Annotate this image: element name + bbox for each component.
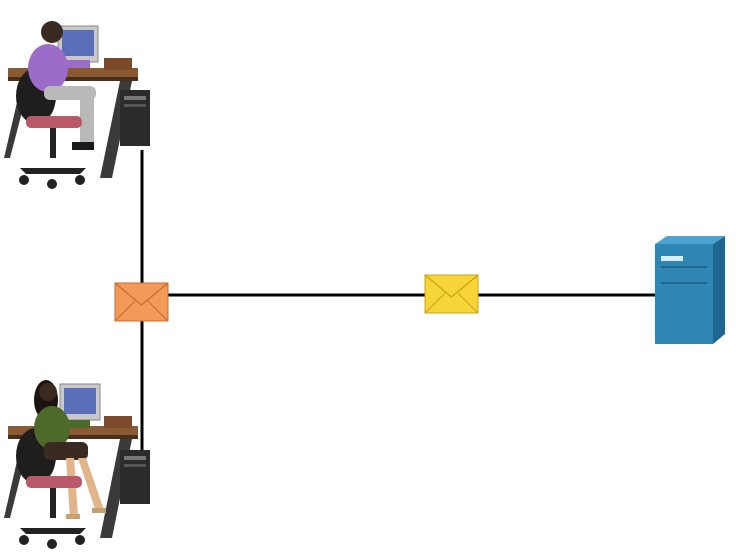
server [655, 236, 725, 344]
envelope-icon [114, 282, 169, 322]
server-tower-icon [655, 236, 725, 344]
message-envelope-orange [114, 282, 169, 322]
network-links [140, 150, 655, 455]
user-at-desk-icon [4, 380, 150, 549]
envelope-icon [424, 274, 479, 314]
user-at-desk-icon [4, 21, 150, 189]
message-envelope-yellow [424, 274, 479, 314]
workstation-bottom [4, 380, 150, 549]
workstation-top [4, 21, 150, 189]
